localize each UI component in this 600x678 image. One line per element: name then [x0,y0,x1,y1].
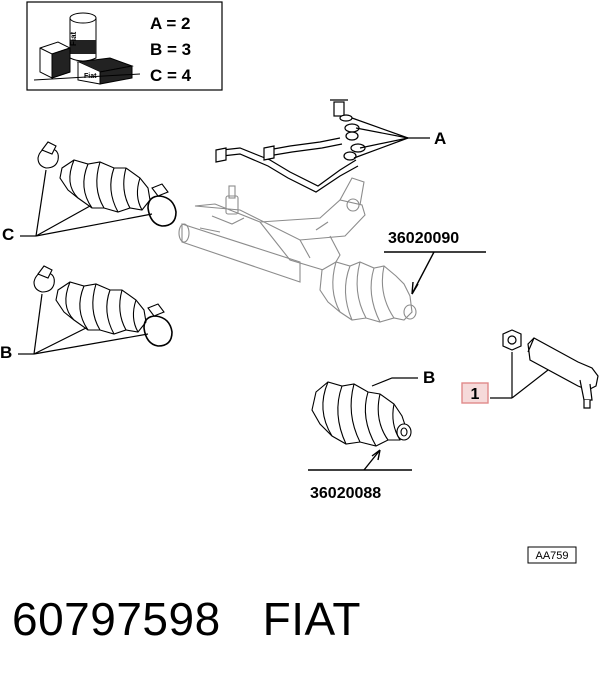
ghost-boot [319,261,417,323]
rack-part-reference: 36020090 [388,230,459,247]
quantity-legend: Fiat Fiat A = 2 B = 3 C = 4 [26,1,223,91]
boot-reference-leader [308,449,412,471]
boot-set-c [37,141,177,227]
footer-part-number: 60797598 [12,593,221,645]
boot-part-reference: 36020088 [310,485,381,502]
boot-set-b-left [33,265,173,347]
item-1-label[interactable]: 1 [471,386,480,403]
callout-a: A [434,129,446,148]
box-brand-text-1: Fiat [69,31,78,46]
package-icon [33,12,141,85]
callout-c-leaders [20,169,153,237]
callout-b-right-leader [371,377,418,387]
callout-a-leaders [351,117,430,159]
legend-a: A = 2 [150,14,190,33]
callout-b-left: B [0,343,12,362]
boot-b-right [311,381,412,447]
callout-b-right: B [423,368,435,387]
tie-rod-end [502,329,599,409]
callout-c: C [2,225,14,244]
legend-b: B = 3 [150,40,191,59]
legend-c: C = 4 [150,66,192,85]
footer-part-line: 60797598 FIAT [12,592,361,646]
steering-rack [178,177,417,323]
footer-brand: FIAT [262,593,361,645]
callout-b-left-leaders [18,293,149,355]
drawing-code-box [527,546,577,564]
box-brand-text-2: Fiat [84,73,97,80]
rack-reference-leader [384,251,486,295]
drawing-code: AA759 [535,550,568,562]
hydraulic-pipes [215,99,366,193]
item-1-leaders [490,352,549,399]
item-1-highlight[interactable] [461,382,489,404]
